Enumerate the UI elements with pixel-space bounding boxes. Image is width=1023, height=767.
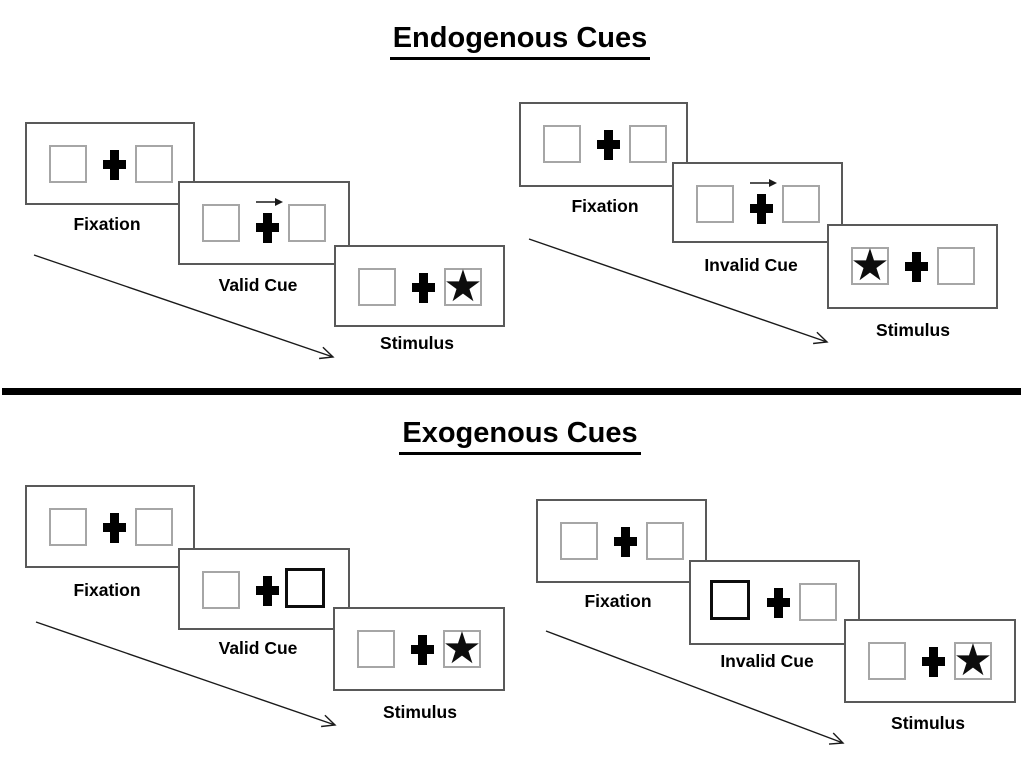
fixation-panel [536, 499, 707, 583]
fixation-cross-icon [614, 527, 637, 557]
frame-label-stimulus: Stimulus [876, 320, 950, 340]
stimulus-panel: ★ [334, 245, 505, 327]
section-title-text: Exogenous Cues [399, 417, 641, 455]
fixation-cross-icon [256, 576, 279, 606]
section-divider [2, 388, 1021, 395]
stimulus-panel: ★ [333, 607, 505, 691]
cue-highlight-box-left [710, 580, 750, 620]
frame-label-stimulus: Stimulus [891, 713, 965, 733]
frame-label-stimulus: Stimulus [383, 702, 457, 722]
frame-label-fixation: Fixation [73, 214, 141, 234]
cue-highlight-box-right [285, 568, 325, 608]
fixation-cross-icon [103, 513, 126, 543]
star-icon: ★ [443, 262, 483, 311]
fixation-cross-icon [922, 647, 945, 677]
frame-label-fixation: Fixation [584, 591, 652, 611]
star-icon: ★ [953, 636, 993, 685]
fixation-panel [519, 102, 688, 187]
frame-label-cue: Invalid Cue [704, 255, 798, 275]
stimulus-panel: ★ [844, 619, 1016, 703]
placeholder-box-right [288, 204, 326, 242]
right-arrow-icon [750, 179, 777, 187]
sequence-order-arrow [545, 630, 845, 745]
fixation-cross-icon [103, 150, 126, 180]
placeholder-box-left [49, 508, 87, 546]
star-icon: ★ [850, 241, 890, 290]
section-title-exogenous: Exogenous Cues [17, 417, 1023, 455]
placeholder-box-right [135, 145, 173, 183]
placeholder-box-left [357, 630, 395, 668]
valid-cue-panel [178, 548, 350, 630]
frame-label-fixation: Fixation [571, 196, 639, 216]
sequence-order-arrow [35, 621, 337, 728]
placeholder-box-left [202, 204, 240, 242]
frame-label-fixation: Fixation [73, 580, 141, 600]
fixation-panel [25, 485, 195, 568]
fixation-cross-icon [412, 273, 435, 303]
target-box-right: ★ [443, 262, 483, 311]
frame-label-stimulus: Stimulus [380, 333, 454, 353]
fixation-cross-icon [905, 252, 928, 282]
placeholder-box-right [799, 583, 837, 621]
right-arrow-icon [256, 198, 283, 206]
star-icon: ★ [442, 624, 482, 673]
invalid-cue-panel [689, 560, 860, 645]
target-box-left: ★ [850, 241, 890, 290]
placeholder-box-left [560, 522, 598, 560]
valid-cue-panel [178, 181, 350, 265]
fixation-cross-icon [750, 194, 773, 224]
placeholder-box-left [202, 571, 240, 609]
fixation-cross-icon [256, 213, 279, 243]
target-box-right: ★ [953, 636, 993, 685]
placeholder-box-left [49, 145, 87, 183]
sequence-order-arrow [33, 254, 335, 360]
placeholder-box-right [782, 185, 820, 223]
placeholder-box-left [696, 185, 734, 223]
frame-label-cue: Valid Cue [218, 638, 298, 658]
target-box-right: ★ [442, 624, 482, 673]
fixation-cross-icon [767, 588, 790, 618]
placeholder-box-right [135, 508, 173, 546]
placeholder-box-right [629, 125, 667, 163]
fixation-cross-icon [411, 635, 434, 665]
frame-label-cue: Valid Cue [218, 275, 298, 295]
fixation-cross-icon [597, 130, 620, 160]
sequence-order-arrow [528, 238, 829, 345]
placeholder-box-right [937, 247, 975, 285]
section-title-text: Endogenous Cues [389, 22, 651, 60]
placeholder-box-left [358, 268, 396, 306]
placeholder-box-right [646, 522, 684, 560]
invalid-cue-panel [672, 162, 843, 243]
fixation-panel [25, 122, 195, 205]
section-title-endogenous: Endogenous Cues [17, 22, 1023, 60]
frame-label-cue: Invalid Cue [720, 651, 814, 671]
placeholder-box-left [543, 125, 581, 163]
placeholder-box-left [868, 642, 906, 680]
stimulus-panel: ★ [827, 224, 998, 309]
